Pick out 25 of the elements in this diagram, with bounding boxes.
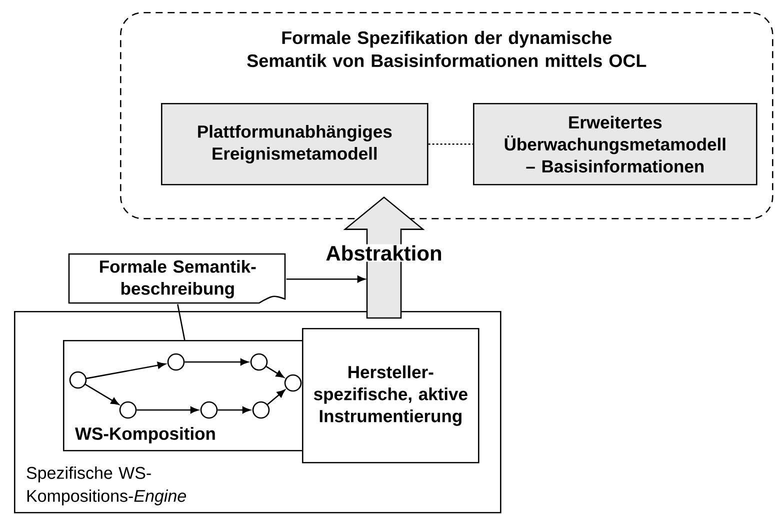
instrumentation-box: Hersteller-spezifische, aktive Instrumentierung xyxy=(302,328,480,464)
dotted-line xyxy=(428,144,473,145)
circle-node xyxy=(252,401,270,419)
region-title: Formale Spezifikation der dynamische Semantik von Basisinformationen mittels OCL xyxy=(247,30,646,68)
circle-node xyxy=(119,401,137,419)
dashed-region xyxy=(120,12,774,220)
connector-line xyxy=(177,304,186,340)
circle-node xyxy=(167,353,185,371)
composition-box: WS-Komposition xyxy=(63,340,306,452)
circle-node xyxy=(69,371,87,389)
model-box: Erweitertes Überwachungsmetamodell – Basisinformationen xyxy=(473,103,758,186)
arrow xyxy=(267,390,286,405)
arrow xyxy=(86,362,166,380)
circle-node xyxy=(200,401,218,419)
model-box: Plattformunabhängiges Ereignismetamodell xyxy=(161,103,428,186)
arrow xyxy=(218,406,250,414)
arrow xyxy=(266,366,284,378)
arrow xyxy=(85,384,120,405)
arrow xyxy=(136,406,198,414)
circle-node xyxy=(284,374,302,392)
edge-label: Abstraktion xyxy=(324,244,444,262)
arrow xyxy=(286,276,366,283)
note-box: Formale Semantik-beschreibung xyxy=(68,253,286,304)
circle-node xyxy=(250,353,268,371)
arrow xyxy=(184,358,248,366)
